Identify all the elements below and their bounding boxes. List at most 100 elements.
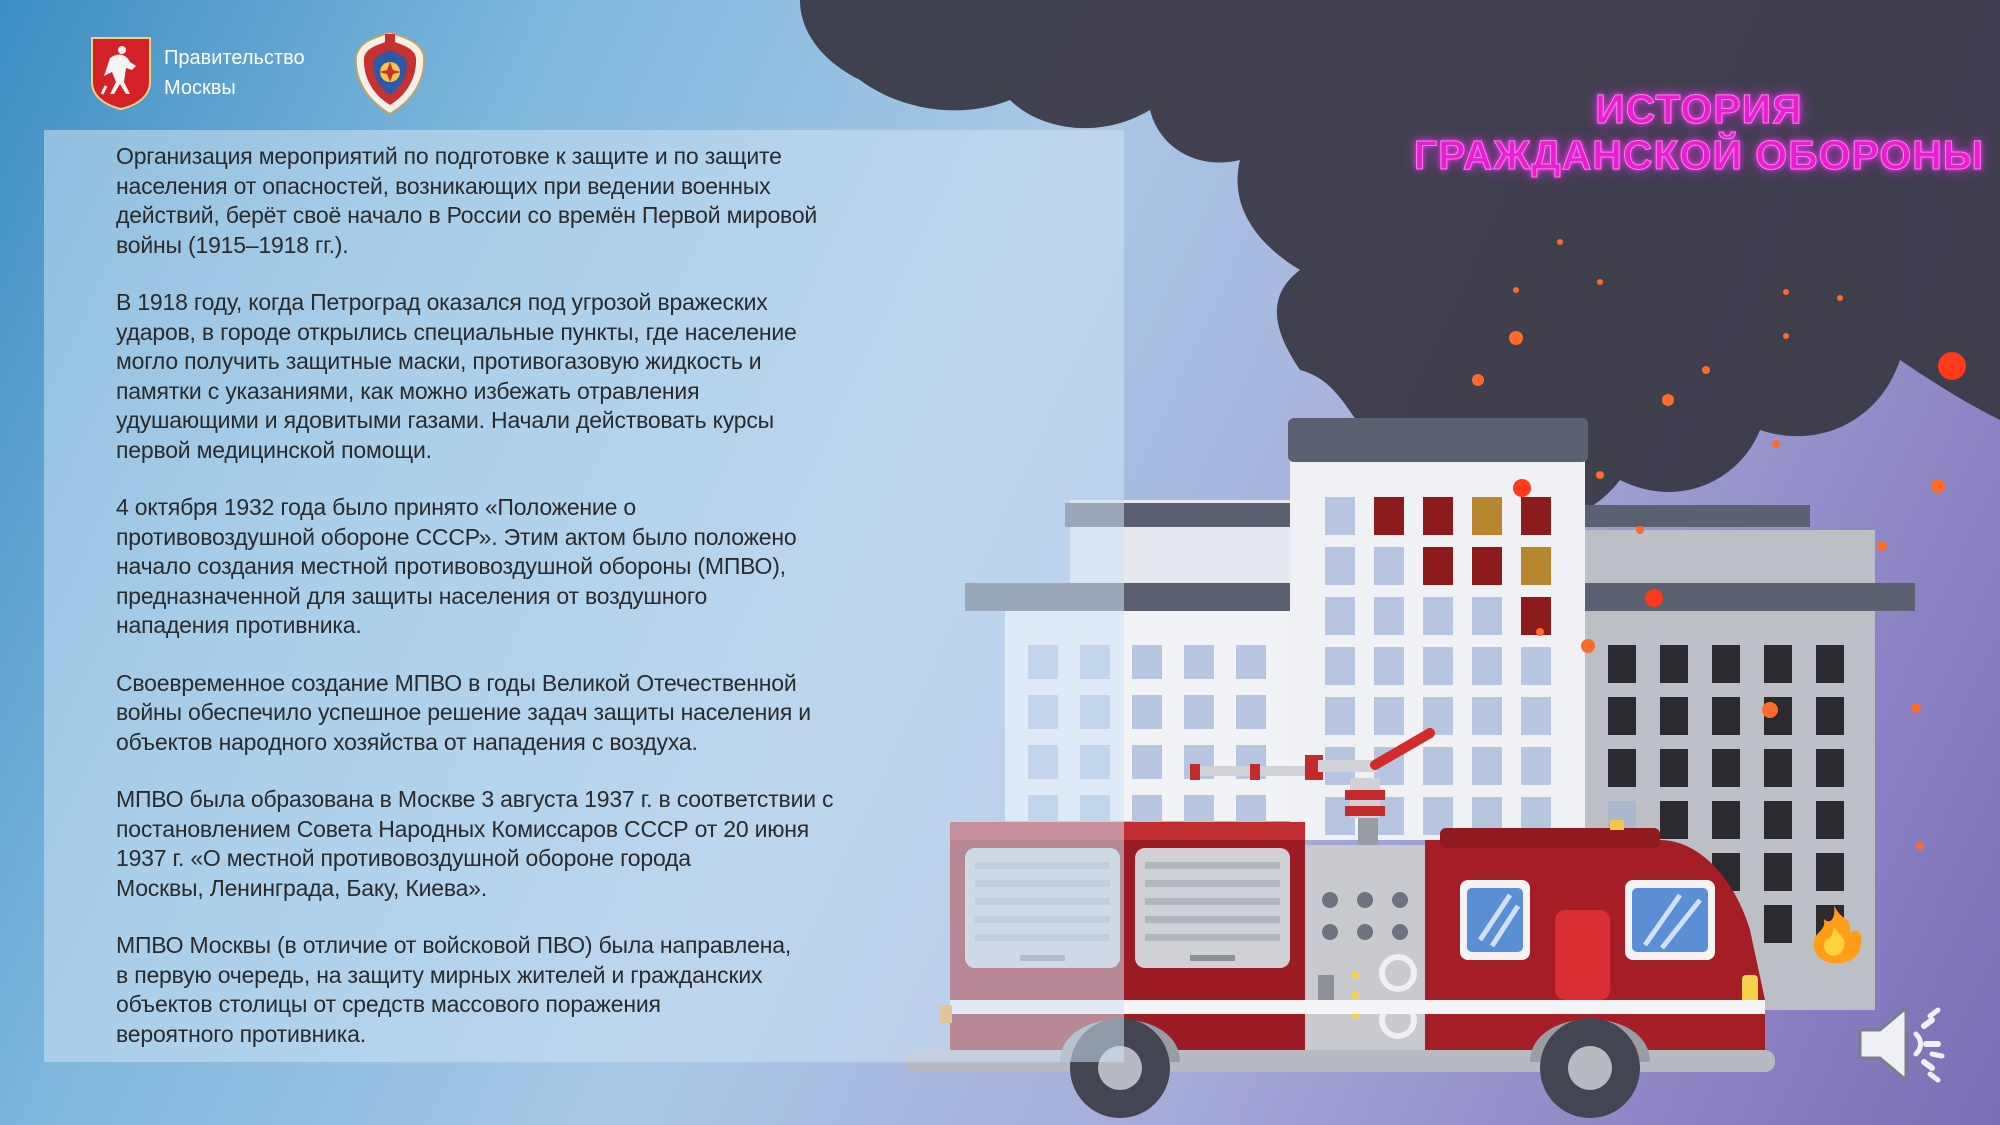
paragraph-line: начало создания местной противовоздушной… [116, 553, 786, 579]
civil-defense-emblem-icon [354, 30, 426, 116]
building-window [1521, 647, 1551, 685]
paragraph-line: объектов народного хозяйства от нападени… [116, 728, 698, 755]
building-window [1608, 645, 1636, 683]
building-window [1325, 497, 1355, 535]
building-window [1236, 645, 1266, 679]
building-window [1472, 647, 1502, 685]
building-window [1374, 547, 1404, 585]
building-window [1423, 497, 1453, 535]
ember [1837, 295, 1843, 301]
text-panel [44, 130, 1124, 1062]
text-paragraph: Организация мероприятий по подготовке к … [116, 142, 986, 260]
paragraph-line: Своевременное создание МПВО в годы Велик… [116, 669, 797, 696]
building-window [1660, 697, 1688, 735]
paragraph-line: вероятного противника. [116, 1020, 366, 1047]
paragraph-line: удушающими и ядовитыми газами. Начали де… [116, 407, 774, 433]
building-window [1816, 853, 1844, 891]
ember [1636, 526, 1644, 534]
building-window [1374, 697, 1404, 735]
paragraph-line: Организация мероприятий по подготовке к … [116, 143, 782, 169]
ember [1513, 287, 1519, 293]
ember [1877, 541, 1887, 551]
building-window [1472, 597, 1502, 635]
ember [1931, 479, 1945, 493]
civil-defense-emblem [354, 30, 426, 121]
paragraph-line: постановлением Совета Народных Комиссаро… [116, 815, 810, 842]
ember [1597, 279, 1603, 285]
building-window [1132, 645, 1162, 679]
audio-button[interactable] [1854, 996, 1950, 1097]
moscow-government-logo: Правительство Москвы [90, 36, 305, 110]
slide-title-line1: ИСТОРИЯ [1595, 86, 1803, 133]
ember [1557, 239, 1563, 245]
ember [1783, 289, 1789, 295]
paragraph-line: В 1918 году, когда Петроград оказался по… [116, 289, 768, 315]
paragraph-line: могло получить защитные маски, противога… [116, 348, 762, 374]
text-paragraph: В 1918 году, когда Петроград оказался по… [116, 288, 986, 465]
building-window [1423, 747, 1453, 785]
building-window [1325, 597, 1355, 635]
paragraph-line: нападения противника. [116, 612, 362, 638]
paragraph-line: населения от опасностей, возникающих при… [116, 172, 771, 199]
paragraph-line: в первую очередь, на защиту мирных жител… [116, 961, 763, 988]
paragraph-line: первой медицинской помощи. [116, 436, 432, 463]
ember [1596, 471, 1604, 479]
building-right-windows [1608, 645, 1844, 943]
building-window [1521, 697, 1551, 735]
ember [1911, 703, 1921, 713]
paragraph-line: действий, берёт своё начало в России со … [116, 202, 818, 228]
slide-title-line2: ГРАЖДАНСКОЙ ОБОРОНЫ [1413, 132, 1984, 179]
paragraph-line: 4 октября 1932 года было принято «Положе… [116, 494, 636, 520]
slide-title: ИСТОРИЯ ГРАЖДАНСКОЙ ОБОРОНЫ [1413, 86, 1984, 179]
ember [1762, 702, 1778, 718]
ember [1581, 639, 1595, 653]
ember [1772, 440, 1780, 448]
building-window [1374, 597, 1404, 635]
building-window [1521, 547, 1551, 585]
building-window [1660, 749, 1688, 787]
text-paragraph: МПВО была образована в Москве 3 августа … [116, 785, 986, 903]
building-window [1423, 647, 1453, 685]
building-window [1423, 597, 1453, 635]
building-window [1712, 645, 1740, 683]
org-name-line1: Правительство [164, 47, 305, 69]
truck-wheel-front [1530, 1018, 1650, 1118]
flame-icon [1813, 905, 1862, 964]
building-window [1236, 695, 1266, 729]
ember [1513, 479, 1531, 497]
building-window [1816, 801, 1844, 839]
text-paragraph: МПВО Москвы (в отличие от войсковой ПВО)… [116, 931, 986, 1049]
building-window [1184, 645, 1214, 679]
building-window [1521, 597, 1551, 635]
building-window [1660, 645, 1688, 683]
ember [1702, 366, 1710, 374]
building-window [1764, 905, 1792, 943]
ember [1645, 589, 1663, 607]
ember [1472, 374, 1484, 386]
building-window [1325, 647, 1355, 685]
building-window [1712, 697, 1740, 735]
paragraph-line: войны обеспечило успешное решение задач … [116, 699, 811, 725]
building-window [1816, 645, 1844, 683]
building-window [1521, 747, 1551, 785]
org-name-line2: Москвы [164, 77, 236, 99]
smoke-cloud [800, 0, 2000, 528]
building-window [1608, 749, 1636, 787]
building-window [1764, 801, 1792, 839]
text-paragraph: Своевременное создание МПВО в годы Велик… [116, 669, 986, 758]
paragraph-line: объектов столицы от средств массового по… [116, 991, 661, 1017]
ember [1916, 842, 1924, 850]
building-window [1712, 801, 1740, 839]
building-window [1184, 695, 1214, 729]
paragraph-line: МПВО Москвы (в отличие от войсковой ПВО)… [116, 932, 792, 958]
ember [1536, 628, 1544, 636]
building-window [1608, 697, 1636, 735]
building-window [1472, 697, 1502, 735]
building-window [1472, 747, 1502, 785]
ember [1783, 333, 1789, 339]
building-window [1764, 749, 1792, 787]
text-paragraph: 4 октября 1932 года было принято «Положе… [116, 493, 986, 641]
building-window [1816, 749, 1844, 787]
building-window [1521, 497, 1551, 535]
building-window [1816, 697, 1844, 735]
